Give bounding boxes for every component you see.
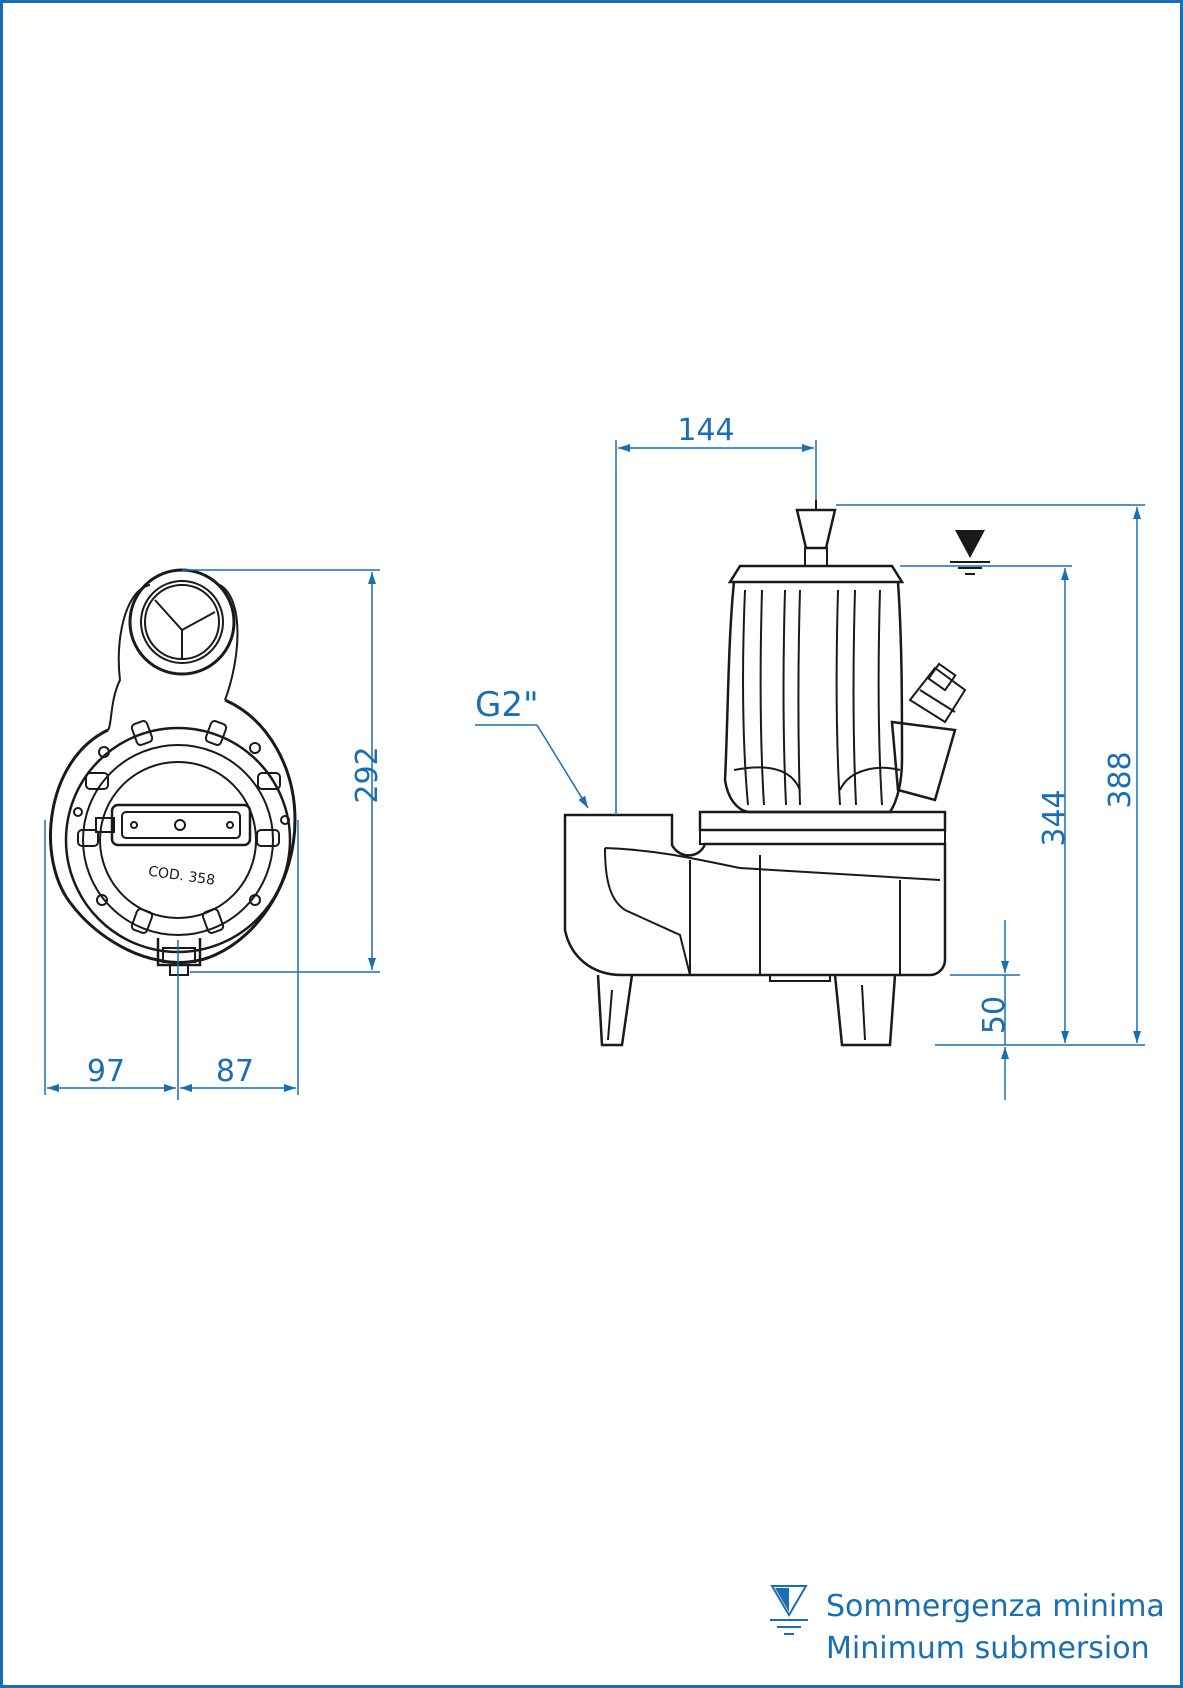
pump-side-view [563,500,967,1047]
pump-top-view [49,568,297,976]
legend-label-italian: Sommergenza minima [826,1589,1165,1624]
legend-label-english: Minimum submersion [826,1631,1150,1666]
dim-label-292: 292 [350,746,385,803]
dim-label-87: 87 [216,1054,254,1089]
top-view-dimensions [44,569,380,1100]
thread-label: G2" [475,685,539,725]
dim-label-344: 344 [1037,789,1072,846]
submersion-level-icon [950,530,990,575]
dim-label-144: 144 [677,413,734,448]
dim-label-50: 50 [977,996,1012,1034]
dim-label-97: 97 [87,1054,125,1089]
legend-submersion-icon [770,1585,808,1635]
side-view-dimensions [475,440,1145,1100]
leader-arrow-g2 [536,724,589,809]
code-mark: COD. 358 [147,864,216,889]
dim-label-388: 388 [1103,751,1138,808]
